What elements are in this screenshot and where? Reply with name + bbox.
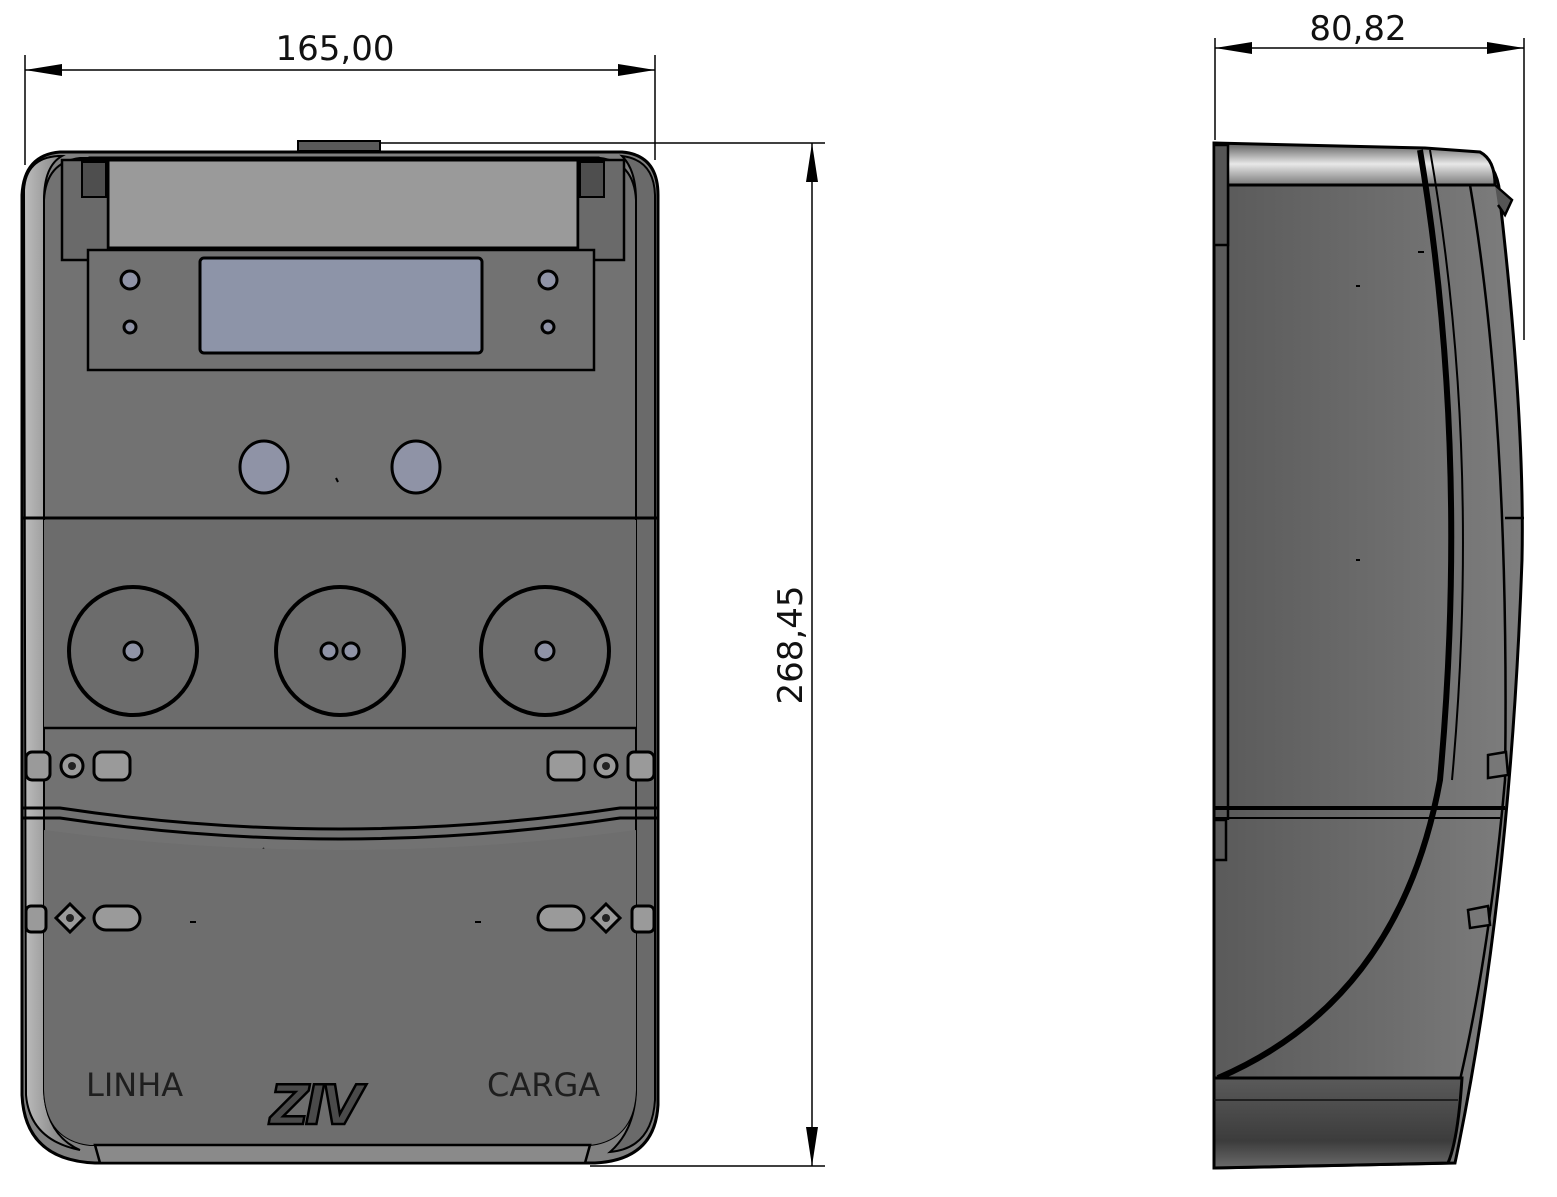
front-button-left [238,439,290,495]
upper-seal-right [546,750,656,782]
front-height-value: 268,45 [771,586,811,705]
lcd-display [198,256,484,355]
terminal-label-linha: LINHA [86,1066,183,1104]
side-depth-value: 80,82 [1309,9,1406,49]
terminal-label-carga: CARGA [487,1066,600,1104]
front-width-value: 165,00 [276,29,395,69]
lower-seal-left [24,901,142,935]
front-button-right [390,439,442,495]
front-height-dimension: 268,45 [330,142,825,1167]
upper-seal-left [24,750,132,782]
front-width-dimension: 165,00 [24,29,656,165]
brand-logo: ZIV [268,1074,367,1137]
terminal-ring-center [274,585,406,717]
lower-seal-right [536,901,656,935]
meter-side-view [1212,141,1524,1170]
side-depth-dimension: 80,82 [1214,9,1525,340]
meter-front-view: LINHA CARGA ZIV [20,140,660,1165]
